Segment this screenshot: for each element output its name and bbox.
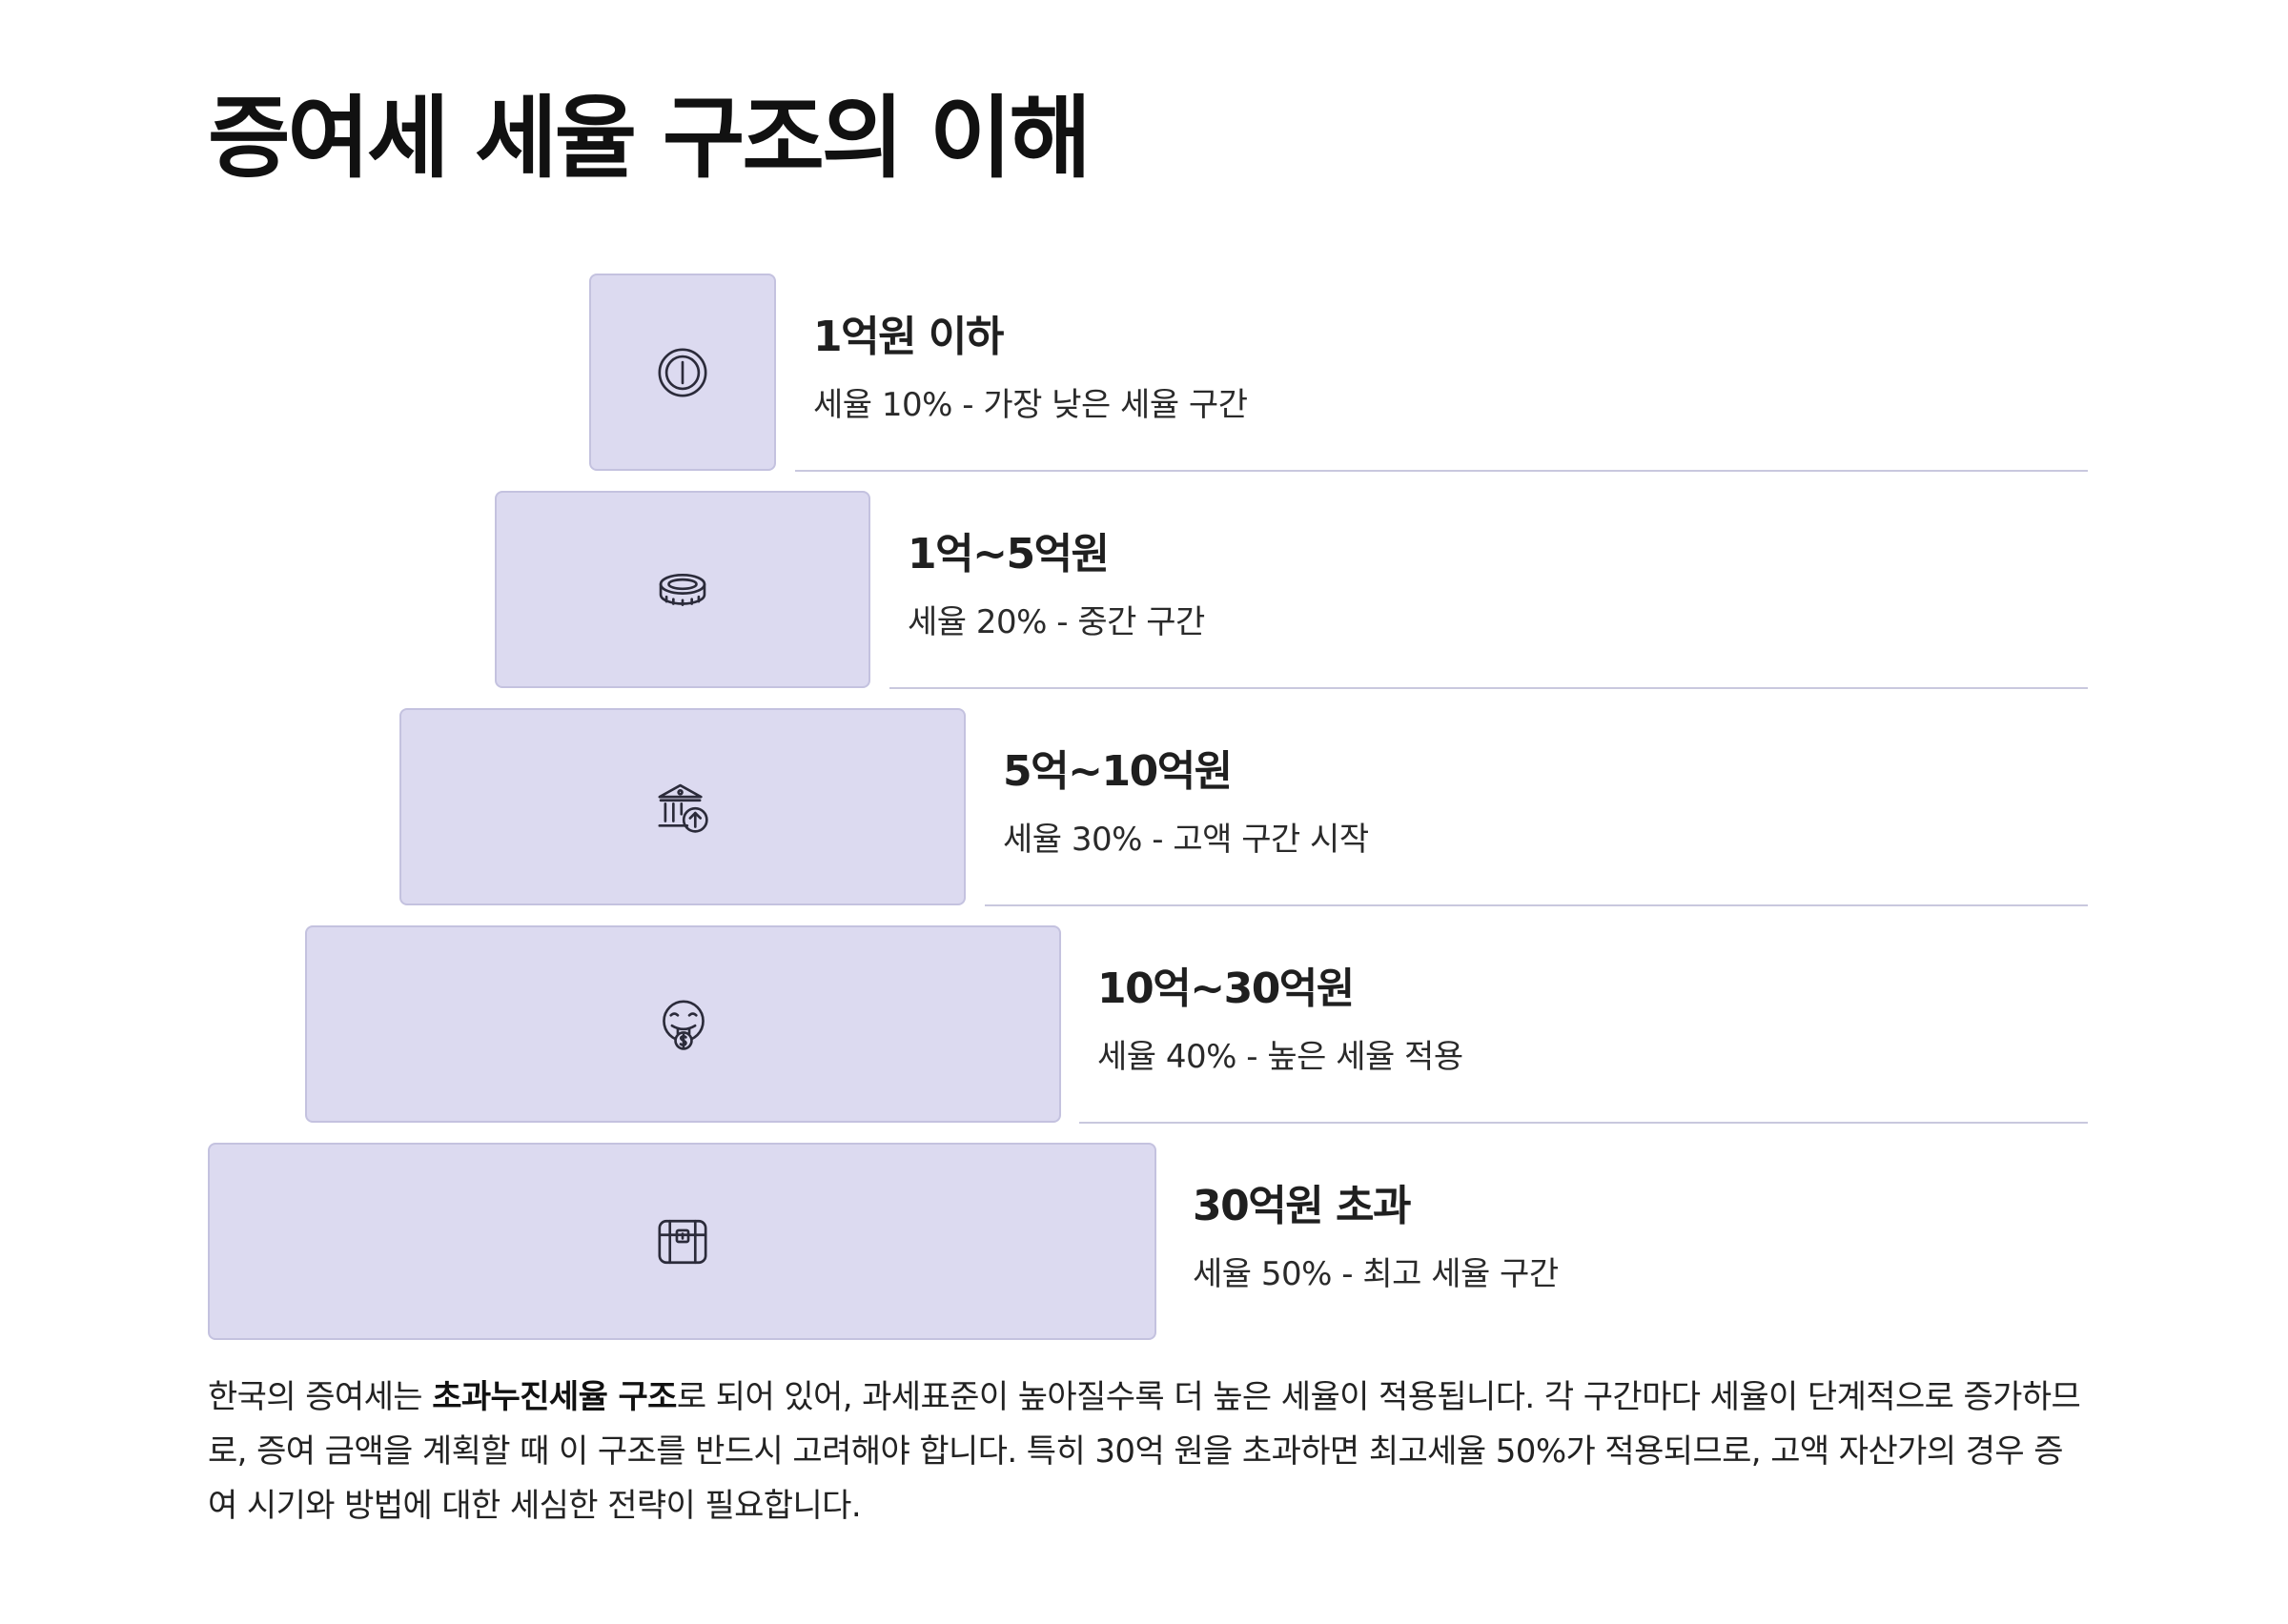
- tier-2: 1억~5억원 세율 20% - 중간 구간: [0, 491, 2288, 689]
- tier-4-divider: [1079, 1122, 2088, 1124]
- tier-label: 10억~30억원: [1097, 964, 1355, 1013]
- tier-2-box: [495, 491, 870, 688]
- tier-3-box: [399, 708, 966, 905]
- tier-label: 1억~5억원: [908, 530, 1110, 579]
- tier-2-divider: [889, 687, 2088, 689]
- tier-4-box: [305, 925, 1061, 1123]
- tier-label: 5억~10억원: [1003, 747, 1233, 796]
- treasure-chest-icon: [655, 1214, 710, 1269]
- tier-3: 5억~10억원 세율 30% - 고액 구간 시작: [0, 708, 2288, 906]
- summary-emphasis: 초과누진세율 구조: [432, 1378, 677, 1416]
- tier-1: 1억원 이하 세율 10% - 가장 낮은 세율 구간: [0, 274, 2288, 472]
- tier-label: 1억원 이하: [813, 313, 1004, 361]
- tier-label: 30억원 초과: [1193, 1182, 1411, 1230]
- tier-5-box: [208, 1143, 1156, 1340]
- tier-description: 세율 20% - 중간 구간: [908, 603, 1205, 641]
- tier-description: 세율 10% - 가장 낮은 세율 구간: [813, 386, 1248, 424]
- summary-paragraph: 한국의 증여세는 초과누진세율 구조로 되어 있어, 과세표준이 높아질수록 더…: [208, 1370, 2086, 1533]
- tier-1-divider: [795, 470, 2088, 472]
- tier-description: 세율 40% - 높은 세율 적용: [1097, 1038, 1463, 1076]
- tier-1-box: [589, 274, 776, 471]
- tier-4: 10억~30억원 세율 40% - 높은 세율 적용: [0, 925, 2288, 1124]
- bank-arrow-up-icon: [655, 780, 710, 835]
- tier-5: 30억원 초과 세율 50% - 최고 세율 구간: [0, 1143, 2288, 1340]
- summary-text-start: 한국의 증여세는: [208, 1378, 433, 1416]
- page-title: 증여세 세율 구조의 이해: [208, 87, 1092, 191]
- coins-icon: [655, 562, 710, 618]
- money-face-icon: [656, 997, 711, 1052]
- tier-description: 세율 30% - 고액 구간 시작: [1003, 821, 1369, 859]
- summary-text-rest: 로 되어 있어, 과세표준이 높아질수록 더 높은 세율이 적용됩니다. 각 구…: [208, 1378, 2081, 1525]
- tier-3-divider: [985, 904, 2088, 906]
- tier-description: 세율 50% - 최고 세율 구간: [1193, 1255, 1559, 1293]
- coin-icon: [655, 345, 710, 400]
